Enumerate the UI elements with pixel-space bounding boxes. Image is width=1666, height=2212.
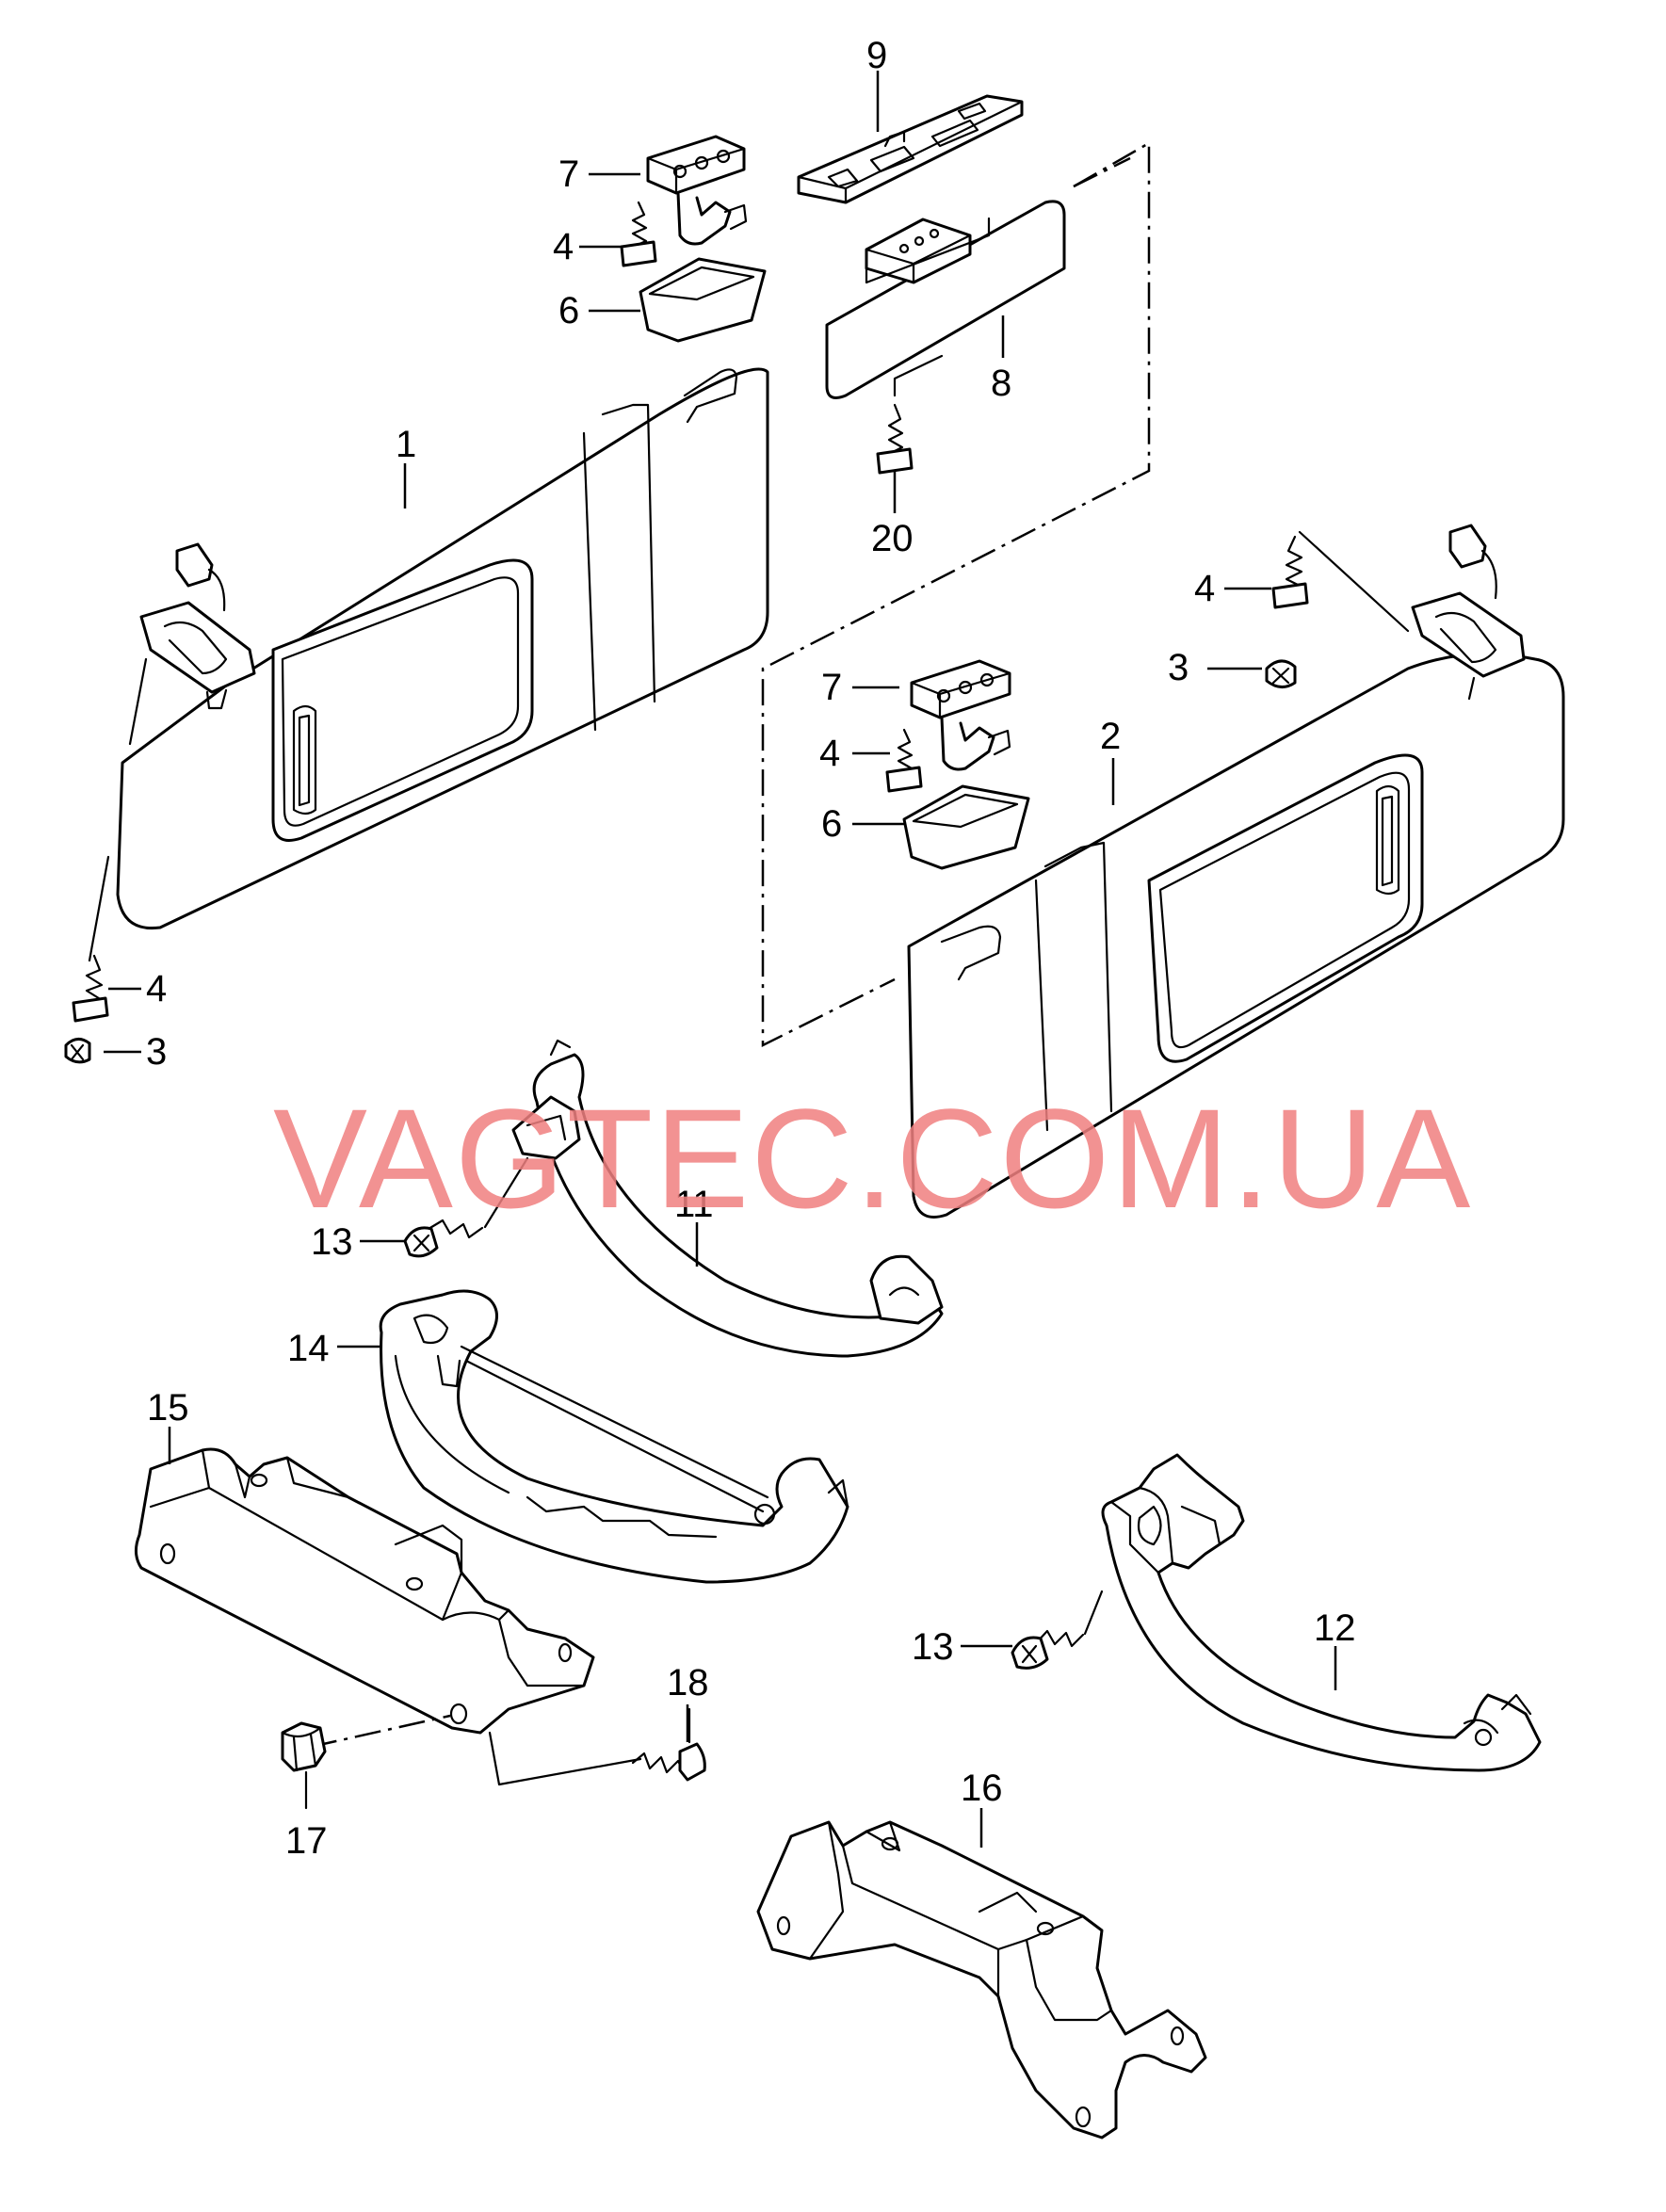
label-9: 9	[866, 35, 887, 76]
label-13-lower: 13	[912, 1626, 954, 1668]
label-17: 17	[285, 1820, 328, 1862]
label-12: 12	[1314, 1607, 1356, 1649]
label-2: 2	[1100, 716, 1121, 757]
watermark: VAGTEC.COM.UA	[273, 1079, 1472, 1237]
screw-4-upper	[620, 201, 657, 267]
leader-lines	[104, 71, 1337, 1848]
label-7-upper: 7	[558, 153, 579, 195]
screw-13-upper	[403, 1156, 529, 1258]
callout-labels: 1 2 3 3 4 4 4 4 6 6 7 7 8 9 11 12 13 13 …	[146, 35, 1356, 1862]
clip-7-middle	[910, 659, 1011, 771]
bracket-15	[135, 1447, 642, 1786]
label-1: 1	[396, 424, 416, 465]
screw-4-middle	[885, 728, 923, 793]
screw-13-lower	[1011, 1590, 1104, 1670]
screw-18	[631, 1707, 706, 1782]
label-14: 14	[287, 1328, 330, 1369]
clip-3-right-top	[1265, 659, 1297, 688]
sun-visor-left	[88, 367, 769, 962]
screw-4-right-top	[1271, 535, 1309, 609]
dash-right-top	[1073, 156, 1131, 188]
label-15: 15	[147, 1387, 189, 1429]
clip-7-upper	[646, 135, 748, 246]
dash-group-outline	[761, 140, 1151, 1048]
label-3-right: 3	[1168, 647, 1189, 688]
grab-handle-14	[379, 1289, 849, 1584]
sun-visor-right	[907, 524, 1565, 1219]
screw-4-lower-left	[72, 954, 109, 1023]
label-16: 16	[961, 1768, 1003, 1809]
label-18: 18	[667, 1662, 709, 1703]
label-20: 20	[871, 518, 914, 559]
grab-handle-11	[511, 1039, 944, 1358]
label-6-upper: 6	[558, 290, 579, 331]
label-8: 8	[991, 363, 1011, 404]
mount-plate-9	[797, 94, 1024, 204]
label-4-right: 4	[1194, 568, 1215, 609]
grab-handle-12	[1101, 1453, 1542, 1772]
label-3-lower-left: 3	[146, 1031, 167, 1073]
mirror-8	[825, 200, 1066, 399]
cover-6-middle	[902, 784, 1030, 870]
label-4-upper: 4	[553, 226, 574, 267]
bracket-16	[756, 1820, 1207, 2139]
label-13-upper: 13	[311, 1221, 353, 1263]
label-7-middle: 7	[821, 667, 842, 708]
screw-20	[876, 403, 914, 475]
clip-3-lower-left	[64, 1038, 91, 1064]
label-4-middle: 4	[819, 733, 840, 774]
label-4-lower-left: 4	[146, 968, 167, 1009]
nut-17	[281, 1721, 327, 1810]
label-11: 11	[674, 1184, 714, 1225]
label-6-middle: 6	[821, 803, 842, 845]
cover-6-upper	[639, 257, 767, 343]
